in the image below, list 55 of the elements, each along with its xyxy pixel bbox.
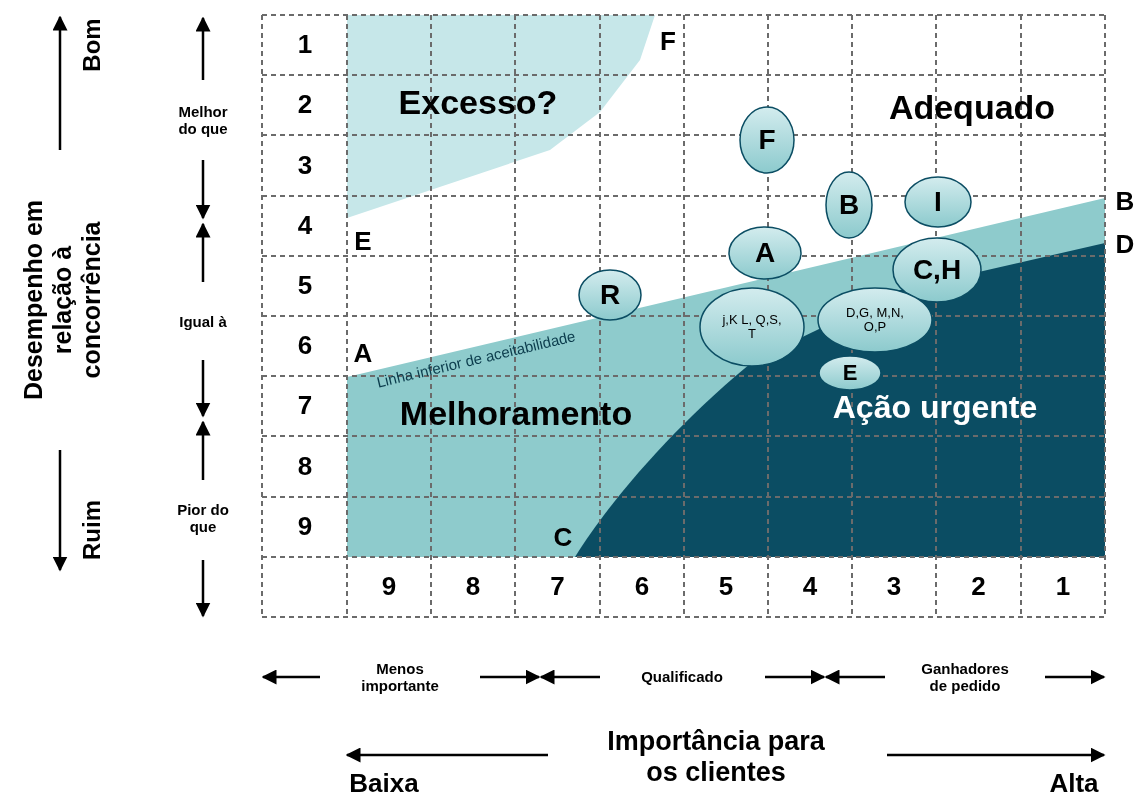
bubble-label: I bbox=[934, 186, 942, 218]
point-letter: F bbox=[660, 27, 676, 57]
axis-title: Desempenho em relação à concorrência bbox=[18, 198, 106, 403]
point-letter: D bbox=[1115, 230, 1135, 260]
column-number: 1 bbox=[1055, 572, 1071, 602]
axis-title: Importância para os clientes bbox=[606, 725, 826, 789]
row-number: 2 bbox=[297, 90, 313, 120]
zone-label: Ação urgente bbox=[832, 390, 1038, 426]
row-number: 5 bbox=[297, 271, 313, 301]
bubble-label: R bbox=[599, 279, 621, 311]
row-number: 4 bbox=[297, 211, 313, 241]
rating-bubble bbox=[728, 226, 802, 280]
column-number: 7 bbox=[550, 572, 565, 602]
axis-end-label: Alta bbox=[1049, 769, 1099, 798]
row-number: 9 bbox=[297, 512, 313, 542]
bubble-label: B bbox=[838, 189, 860, 221]
excess-zone bbox=[347, 15, 655, 218]
point-letter: A bbox=[353, 339, 373, 369]
zone-label: Adequado bbox=[888, 88, 1056, 128]
row-number: 1 bbox=[297, 30, 313, 60]
rating-bubble bbox=[739, 106, 795, 174]
row-number: 3 bbox=[297, 150, 313, 181]
row-number: 6 bbox=[297, 331, 313, 361]
scale-label: Igual à bbox=[179, 313, 227, 331]
zone-label: Excesso? bbox=[398, 84, 558, 122]
scale-label: Pior do que bbox=[176, 500, 230, 536]
rating-bubble bbox=[825, 171, 873, 239]
point-letter: B bbox=[1115, 187, 1135, 217]
column-number: 2 bbox=[971, 572, 986, 602]
scale-label: Menos importante bbox=[360, 659, 440, 695]
scale-label: Melhor do que bbox=[177, 102, 229, 138]
axis-end-label: Baixa bbox=[349, 769, 419, 798]
bubble-label: C,H bbox=[912, 254, 962, 286]
zone-label: Melhoramento bbox=[399, 395, 633, 433]
bubble-label: F bbox=[758, 124, 776, 156]
rating-bubble bbox=[904, 176, 972, 228]
point-letter: C bbox=[553, 523, 573, 553]
bubble-label: D,G, M,N, O,P bbox=[845, 305, 905, 335]
column-number: 5 bbox=[718, 572, 734, 602]
axis-end-label: Bom bbox=[78, 18, 106, 72]
column-number: 9 bbox=[381, 572, 397, 602]
scale-label: Qualificado bbox=[641, 668, 723, 686]
rating-bubble bbox=[578, 269, 642, 321]
scale-label: Ganhadores de pedido bbox=[920, 659, 1010, 695]
column-number: 8 bbox=[465, 572, 481, 602]
row-number: 7 bbox=[297, 391, 313, 421]
point-letter: E bbox=[354, 227, 372, 257]
column-number: 4 bbox=[802, 572, 818, 602]
bubble-label: E bbox=[842, 360, 858, 386]
bubble-label: A bbox=[754, 237, 776, 269]
column-number: 6 bbox=[634, 572, 650, 602]
column-number: 3 bbox=[886, 572, 902, 602]
axis-end-label: Ruim bbox=[78, 500, 106, 560]
bubble-label: j,K L, Q,S, T bbox=[721, 312, 783, 342]
row-number: 8 bbox=[297, 451, 313, 482]
